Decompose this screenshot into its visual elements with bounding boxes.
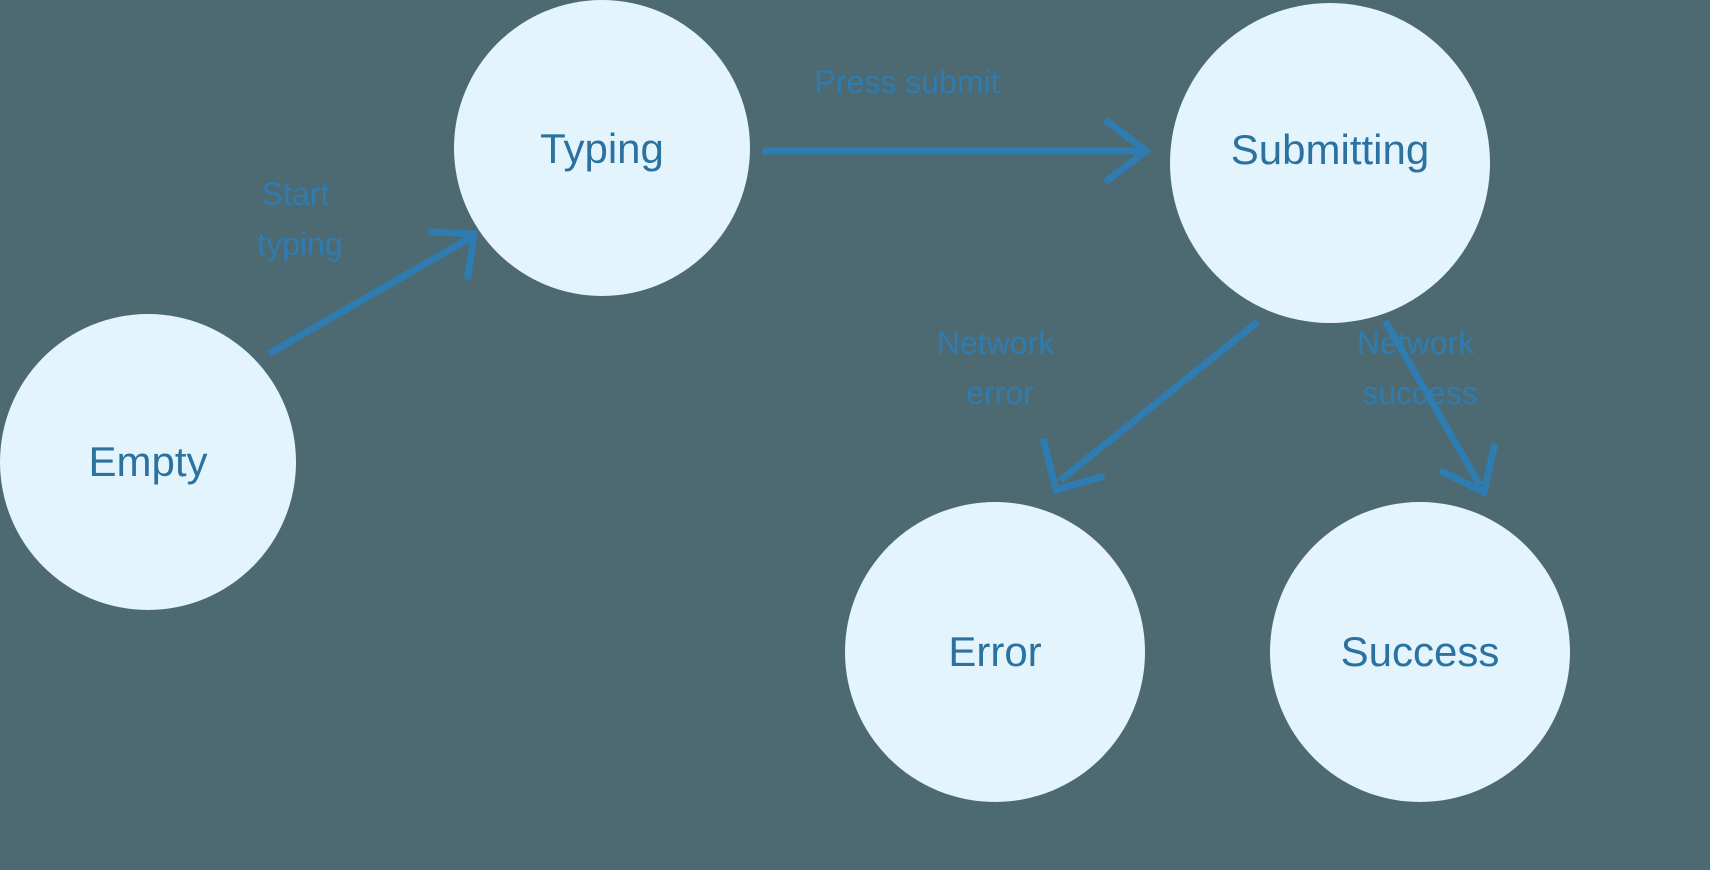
arrowhead-submitting-to-success — [1438, 442, 1499, 498]
edge-label-submitting-to-success-line-1: Network — [1357, 325, 1475, 361]
arrowhead-typing-to-submitting — [1103, 117, 1152, 185]
node-submitting[interactable]: Submitting — [1170, 3, 1490, 323]
node-submitting-circle[interactable] — [1170, 3, 1490, 323]
edge-label-typing-to-submitting-line-1: Press submit — [815, 64, 1000, 100]
edge-label-typing-to-submitting: Press submit — [815, 64, 1000, 100]
arrowhead-submitting-to-error — [1039, 437, 1106, 495]
node-empty[interactable]: Empty — [0, 314, 296, 610]
node-error-circle[interactable] — [845, 502, 1145, 802]
edge-label-submitting-to-error: Network error — [937, 325, 1063, 411]
node-empty-circle[interactable] — [0, 314, 296, 610]
node-success-label: Success — [1341, 628, 1500, 675]
edge-label-empty-to-typing-line-1: Start — [262, 176, 330, 212]
edge-submitting-to-success — [1382, 319, 1499, 498]
node-typing-circle[interactable] — [454, 0, 750, 296]
edge-empty-to-typing — [267, 228, 479, 357]
node-error[interactable]: Error — [845, 502, 1145, 802]
node-success[interactable]: Success — [1270, 502, 1570, 802]
edge-submitting-to-error — [1039, 319, 1260, 495]
node-submitting-label: Submitting — [1231, 126, 1429, 173]
node-typing-label: Typing — [540, 125, 664, 172]
node-error-label: Error — [948, 628, 1041, 675]
edge-label-submitting-to-success: Network success — [1357, 325, 1483, 411]
node-empty-label: Empty — [88, 438, 207, 485]
edge-line-empty-to-typing — [267, 233, 475, 357]
edge-line-submitting-to-success — [1382, 319, 1483, 487]
node-success-circle[interactable] — [1270, 502, 1570, 802]
edge-label-empty-to-typing-line-2: typing — [257, 226, 342, 262]
edge-label-submitting-to-success-line-2: success — [1362, 375, 1478, 411]
node-typing[interactable]: Typing — [454, 0, 750, 296]
arrowhead-empty-to-typing — [428, 228, 479, 280]
edge-label-submitting-to-error-line-1: Network — [937, 325, 1055, 361]
edge-line-submitting-to-error — [1058, 319, 1260, 483]
edge-label-submitting-to-error-line-2: error — [966, 375, 1034, 411]
edge-label-empty-to-typing: Start typing — [257, 176, 342, 262]
edge-typing-to-submitting — [762, 117, 1152, 185]
